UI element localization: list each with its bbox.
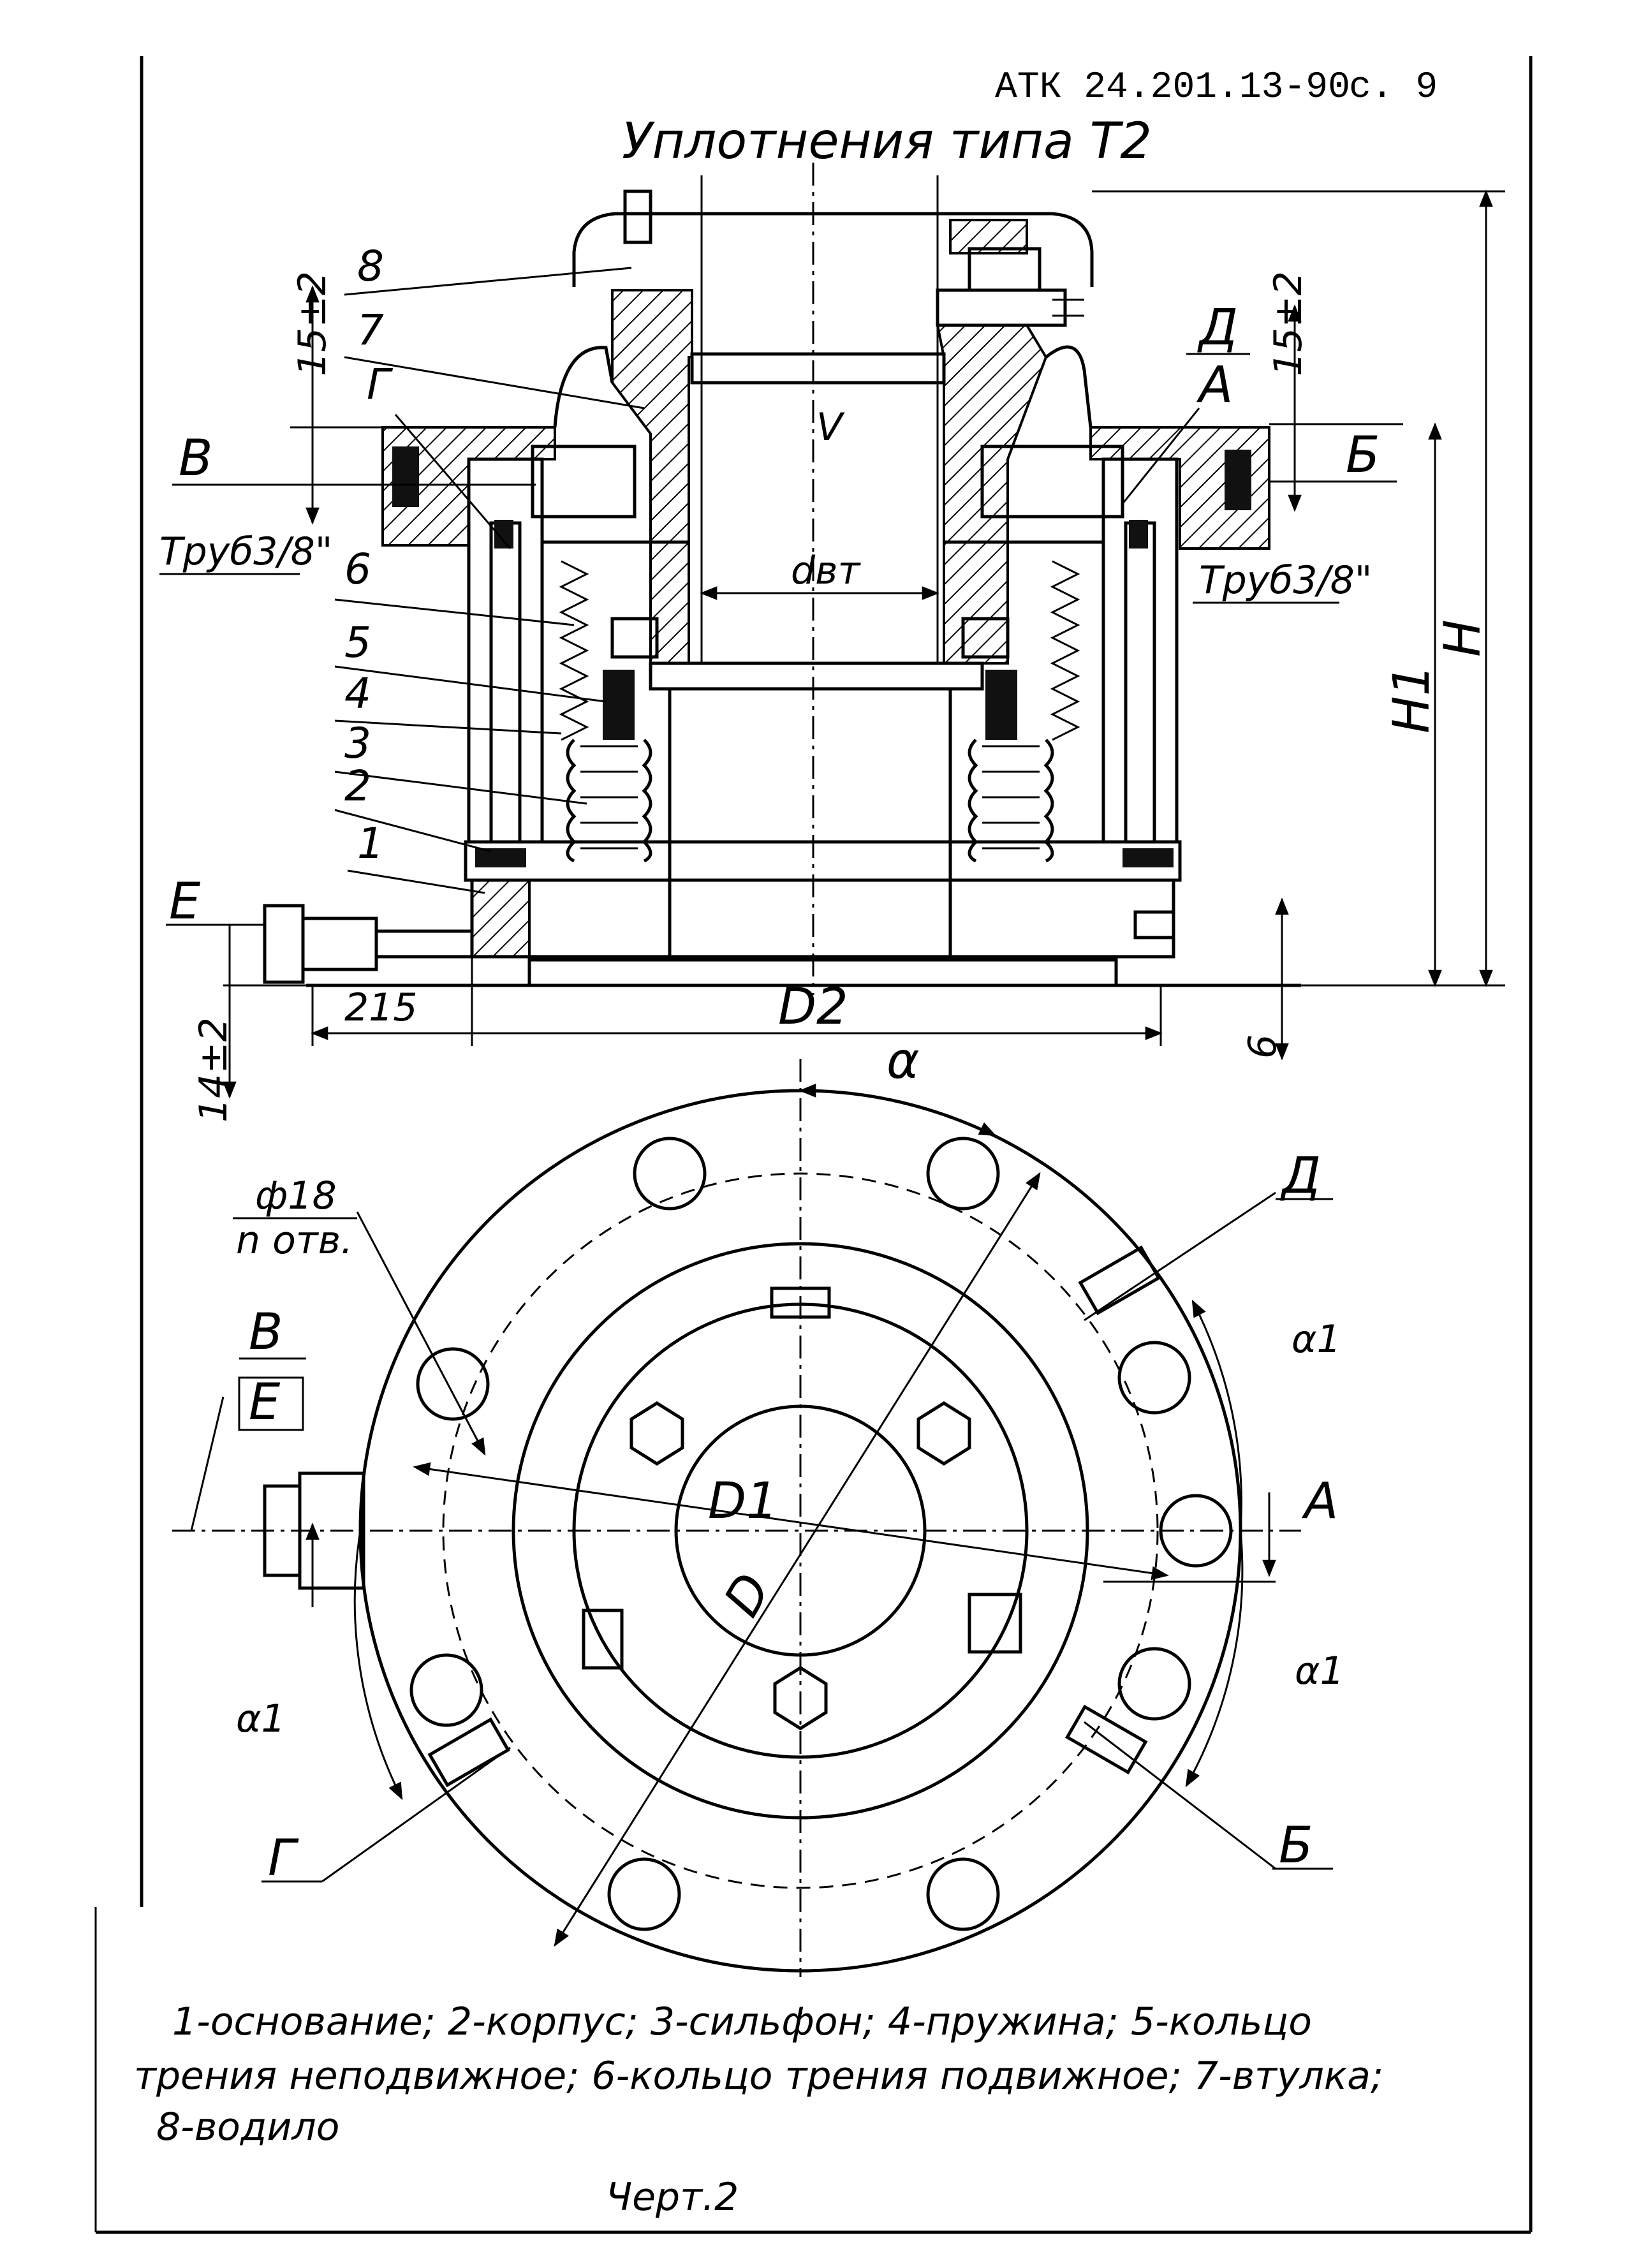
center-mark: V — [816, 405, 845, 450]
alpha1-upper: α1 — [1292, 1317, 1341, 1362]
dim-6: 6 — [1240, 1035, 1285, 1059]
dim-215: 215 — [344, 985, 418, 1030]
plan-label-a: А — [1301, 1473, 1338, 1530]
pipe-right-label: Труб3/8" — [1199, 558, 1372, 603]
port-label-a-top: А — [1196, 357, 1233, 414]
part-5-label: 5 — [344, 618, 371, 667]
dim-d: D — [714, 1564, 783, 1626]
alpha1-lower-right: α1 — [1295, 1649, 1344, 1693]
hole-dim: ф18 — [255, 1174, 337, 1218]
part-3-label: 3 — [344, 719, 371, 768]
port-label-d-top: Д — [1197, 299, 1238, 357]
pipe-left-label: Труб3/8" — [159, 529, 332, 574]
part-2-label: 2 — [344, 762, 371, 811]
part-leaders — [334, 267, 645, 894]
legend-line-3: 8-водило — [156, 2105, 339, 2149]
dim-h: H — [1434, 619, 1492, 657]
legend-line-2: трения неподвижное; 6-кольцо трения подв… — [134, 2054, 1383, 2098]
port-label-v: В — [179, 430, 213, 487]
dim-14-left: 14±2 — [191, 1017, 236, 1123]
hole-note: n отв. — [236, 1218, 353, 1263]
part-7-label: 7 — [357, 306, 384, 355]
alpha-label: α — [887, 1033, 919, 1090]
plan-label-e: Е — [249, 1374, 281, 1431]
drawing-title: Уплотнения типа Т2 — [622, 113, 1152, 170]
port-label-g: Г — [367, 360, 394, 409]
figure-caption: Черт.2 — [606, 2175, 739, 2220]
part-1-label: 1 — [357, 819, 384, 868]
plan-label-b: В — [249, 1304, 283, 1361]
section-dimensions — [223, 189, 1505, 1099]
plan-label-g: Г — [268, 1830, 299, 1887]
part-4-label: 4 — [344, 669, 371, 718]
dim-15-right: 15±2 — [1266, 271, 1311, 376]
dim-dvt: dвт — [791, 549, 861, 593]
dim-h1: H1 — [1383, 665, 1441, 733]
dim-15-left: 15±2 — [290, 271, 335, 376]
plan-label-d: Д — [1280, 1147, 1321, 1205]
port-label-b-right: Б — [1346, 427, 1380, 484]
doc-code: АТК 24.201.13-90 — [995, 67, 1350, 108]
page-label: с. 9 — [1349, 67, 1438, 108]
plan-label-bb: Б — [1279, 1817, 1313, 1874]
part-8-label: 8 — [357, 242, 384, 291]
alpha1-lower-left: α1 — [236, 1697, 286, 1741]
dim-d2: D2 — [778, 978, 848, 1036]
plan-dimensions — [190, 1084, 1276, 1947]
drawing-frame — [94, 56, 1533, 2234]
legend-line-1: 1-основание; 2-корпус; 3-сильфон; 4-пруж… — [172, 1999, 1312, 2044]
section-view — [263, 163, 1301, 995]
port-label-e: Е — [169, 873, 201, 931]
part-6-label: 6 — [344, 545, 371, 594]
dim-d1: D1 — [708, 1473, 778, 1530]
